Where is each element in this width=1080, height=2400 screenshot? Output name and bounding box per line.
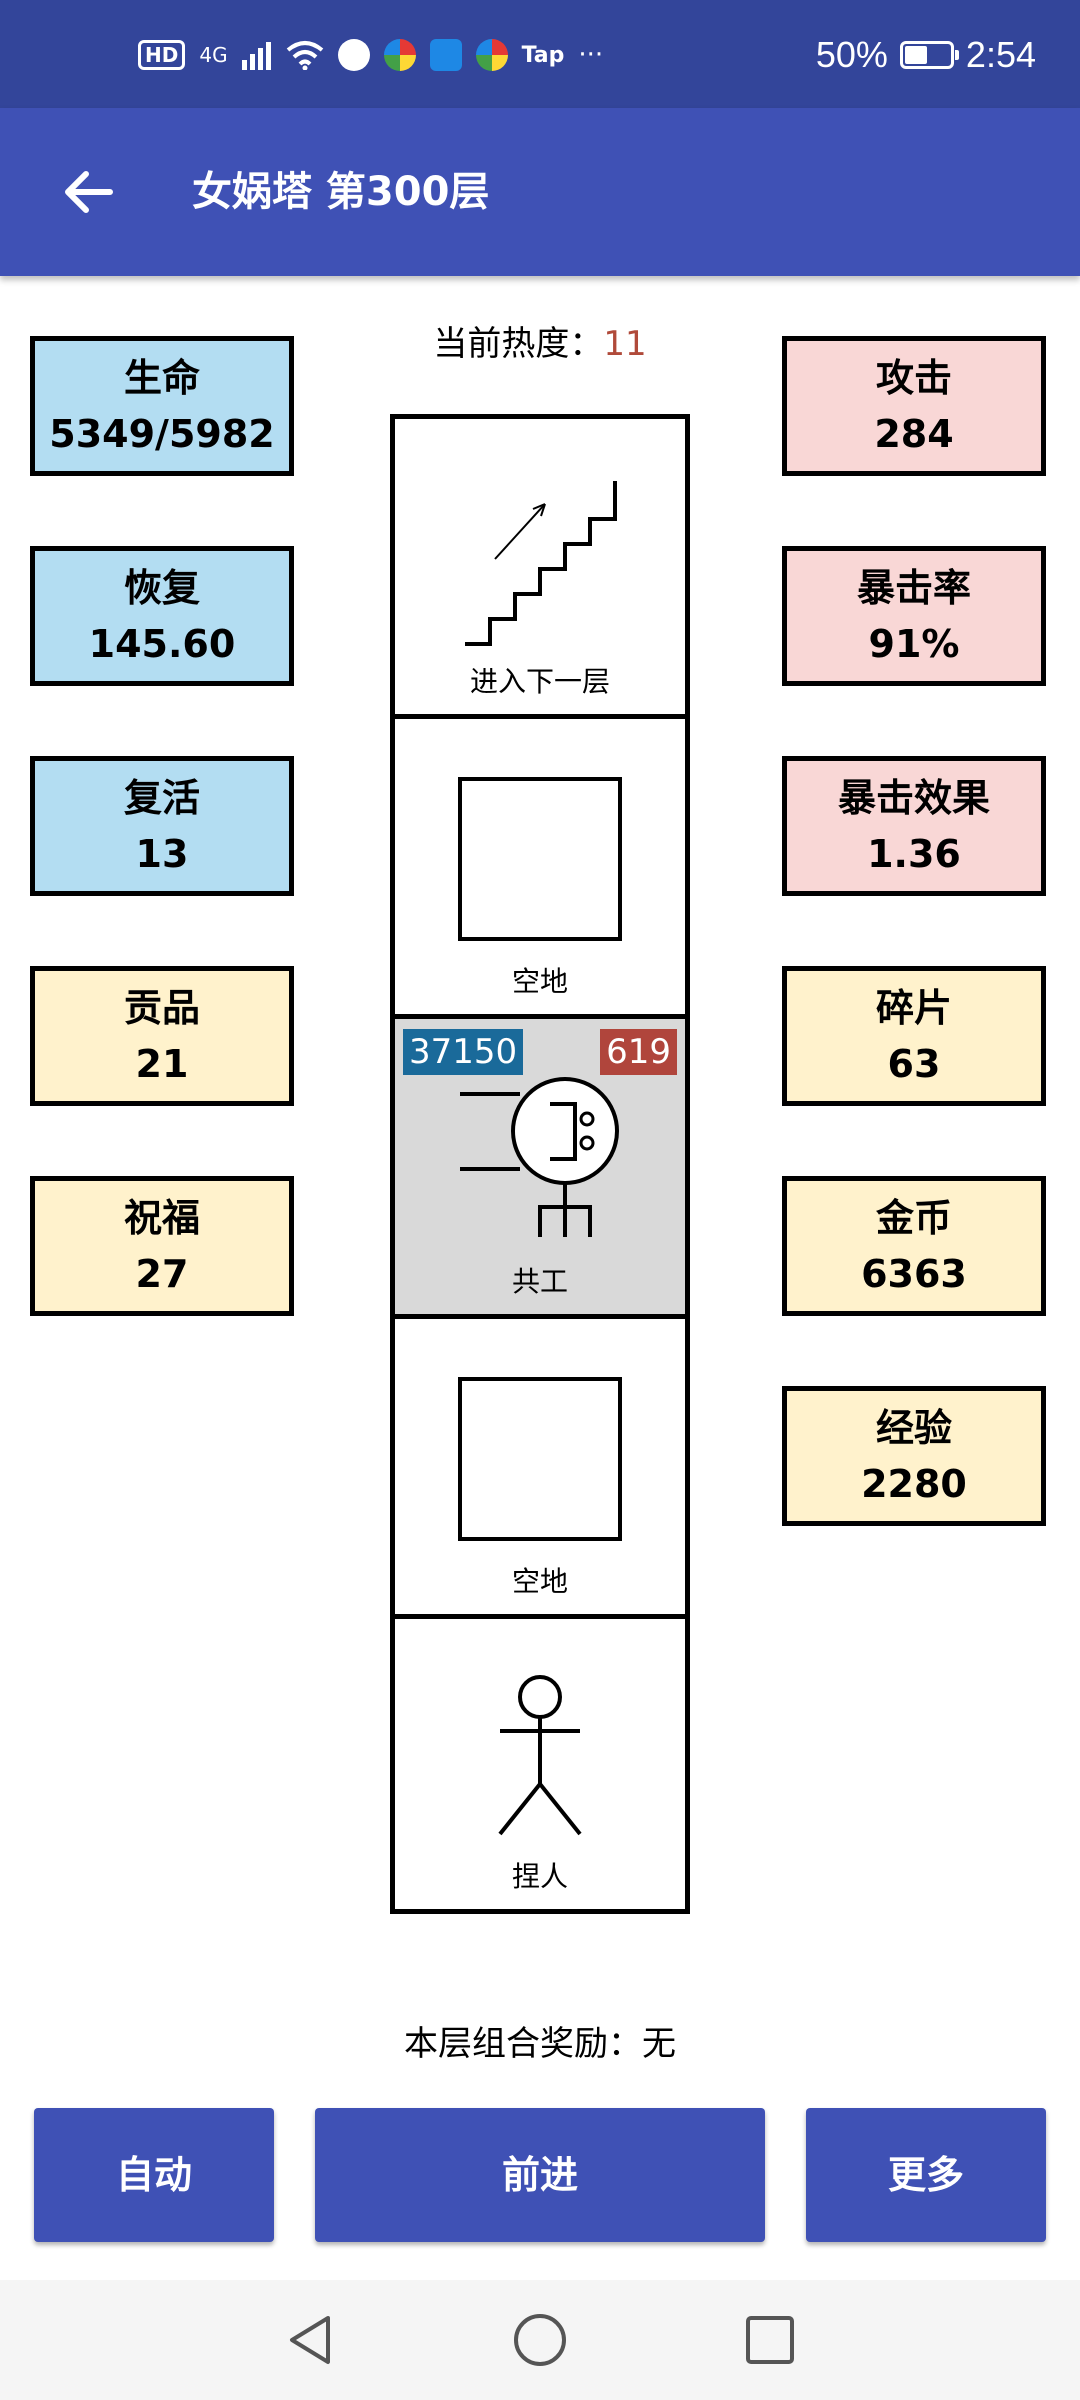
stairs-icon bbox=[465, 481, 617, 646]
stat-gold: 金币 6363 bbox=[782, 1176, 1046, 1316]
hd-icon: HD bbox=[138, 40, 186, 70]
stat-label: 经验 bbox=[875, 1406, 952, 1450]
stat-attack: 攻击 284 bbox=[782, 336, 1046, 476]
wifi-icon bbox=[286, 41, 323, 70]
stat-label: 恢复 bbox=[123, 566, 200, 610]
tap-icon: Tap bbox=[521, 42, 565, 68]
home-nav-icon[interactable] bbox=[510, 2310, 570, 2370]
stat-fragments: 碎片 63 bbox=[782, 966, 1046, 1106]
system-nav-bar bbox=[0, 2280, 1080, 2400]
stat-value: 145.60 bbox=[88, 622, 236, 666]
app-notification-icon bbox=[475, 39, 508, 71]
app-notification-icon bbox=[337, 39, 370, 71]
battery-percent: 50% bbox=[815, 34, 888, 75]
clock: 2:54 bbox=[965, 34, 1036, 75]
forward-button[interactable]: 前进 bbox=[315, 2108, 765, 2242]
page-title: 女娲塔 第300层 bbox=[192, 169, 490, 215]
stat-label: 生命 bbox=[123, 356, 200, 400]
current-heat: 当前热度：11 bbox=[0, 316, 1080, 365]
stat-value: 1.36 bbox=[867, 832, 961, 876]
enemy-hp-badge: 37150 bbox=[403, 1029, 524, 1075]
heat-label: 当前热度： bbox=[433, 324, 604, 364]
status-icons-left: HD 4G Tap ··· bbox=[138, 30, 603, 80]
tower: 进入下一层 空地 37150 619 共工 空地 bbox=[390, 414, 690, 1914]
tower-cell-empty[interactable]: 空地 bbox=[395, 1319, 685, 1619]
battery-icon bbox=[899, 41, 959, 69]
browser-icon bbox=[429, 39, 462, 71]
stat-label: 暴击效果 bbox=[837, 776, 990, 820]
app-bar: 女娲塔 第300层 bbox=[0, 108, 1080, 276]
stat-crit-effect: 暴击效果 1.36 bbox=[782, 756, 1046, 896]
stat-label: 攻击 bbox=[875, 356, 952, 400]
stat-value: 2280 bbox=[861, 1462, 967, 1506]
stat-experience: 经验 2280 bbox=[782, 1386, 1046, 1526]
tower-cell-enemy[interactable]: 37150 619 共工 bbox=[395, 1019, 685, 1319]
stat-revive: 复活 13 bbox=[30, 756, 294, 896]
stat-tribute: 贡品 21 bbox=[30, 966, 294, 1106]
app-notification-icon bbox=[383, 39, 416, 71]
stat-label: 复活 bbox=[123, 776, 200, 820]
enemy-figure-icon bbox=[460, 1077, 619, 1237]
cell-label: 空地 bbox=[511, 965, 568, 998]
stat-value: 27 bbox=[135, 1252, 189, 1296]
stat-value: 5349/5982 bbox=[49, 412, 275, 456]
stat-value: 6363 bbox=[861, 1252, 967, 1296]
recents-nav-icon[interactable] bbox=[740, 2310, 800, 2370]
stat-crit-rate: 暴击率 91% bbox=[782, 546, 1046, 686]
stick-figure-icon bbox=[498, 1675, 582, 1836]
cell-label: 进入下一层 bbox=[469, 665, 610, 698]
more-notifications: ··· bbox=[578, 40, 604, 70]
status-bar: HD 4G Tap ··· 50% 2:54 bbox=[0, 0, 1080, 108]
empty-square-icon bbox=[458, 1377, 622, 1541]
tower-cell-player[interactable]: 捏人 bbox=[395, 1619, 685, 1909]
stat-label: 碎片 bbox=[875, 986, 952, 1030]
stat-label: 暴击率 bbox=[856, 566, 971, 610]
stat-blessing: 祝福 27 bbox=[30, 1176, 294, 1316]
stat-recovery: 恢复 145.60 bbox=[30, 546, 294, 686]
cell-label: 捏人 bbox=[511, 1860, 568, 1893]
tower-cell-empty[interactable]: 空地 bbox=[395, 719, 685, 1019]
stat-value: 91% bbox=[868, 622, 960, 666]
stat-label: 金币 bbox=[875, 1196, 952, 1240]
stat-value: 21 bbox=[135, 1042, 189, 1086]
network-type: 4G bbox=[199, 43, 228, 67]
combo-reward: 本层组合奖励：无 bbox=[404, 2024, 676, 2064]
more-button[interactable]: 更多 bbox=[806, 2108, 1046, 2242]
stat-life: 生命 5349/5982 bbox=[30, 336, 294, 476]
signal-icon bbox=[241, 42, 271, 70]
status-icons-right: 50% 2:54 bbox=[816, 30, 1036, 80]
cell-label: 共工 bbox=[511, 1265, 568, 1298]
enemy-attack-badge: 619 bbox=[600, 1029, 677, 1075]
cell-label: 空地 bbox=[511, 1565, 568, 1598]
tower-cell-next-floor[interactable]: 进入下一层 bbox=[395, 419, 685, 719]
stat-label: 贡品 bbox=[123, 986, 200, 1030]
stat-value: 63 bbox=[887, 1042, 941, 1086]
back-arrow-icon[interactable] bbox=[60, 164, 116, 220]
empty-square-icon bbox=[458, 777, 622, 941]
auto-button[interactable]: 自动 bbox=[34, 2108, 274, 2242]
heat-value: 11 bbox=[603, 324, 647, 364]
back-nav-icon[interactable] bbox=[280, 2310, 340, 2370]
stat-value: 284 bbox=[874, 412, 954, 456]
stat-label: 祝福 bbox=[123, 1196, 200, 1240]
stat-value: 13 bbox=[135, 832, 189, 876]
